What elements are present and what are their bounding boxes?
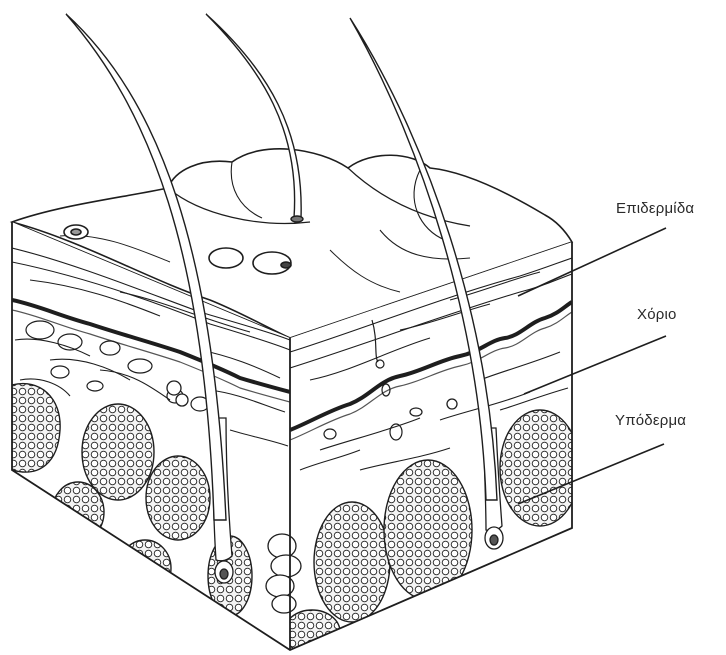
label-dermis: Χόριο bbox=[637, 306, 677, 323]
label-epidermis: Επιδερμίδα bbox=[616, 200, 694, 217]
label-hypodermis: Υπόδερμα bbox=[615, 412, 686, 429]
